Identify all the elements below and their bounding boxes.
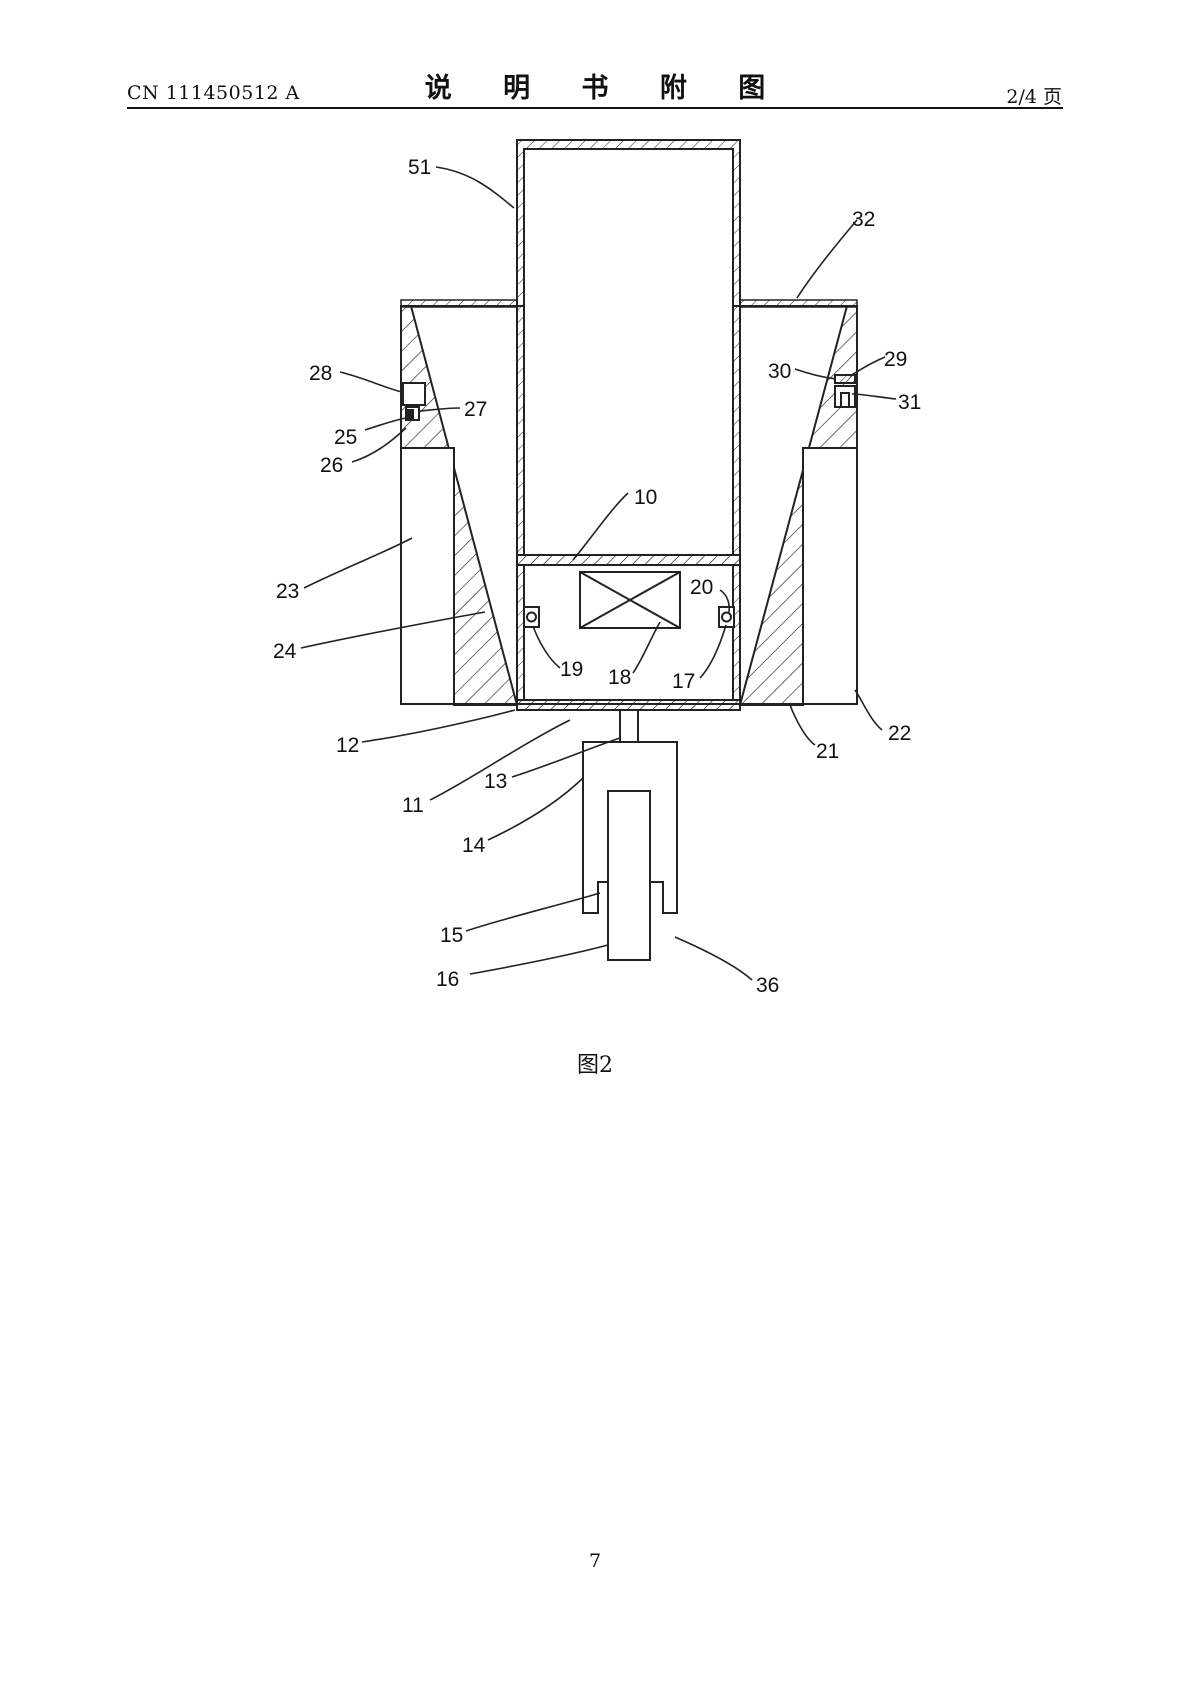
publication-number: CN 111450512 A [127,82,300,104]
label-18: 18 [608,666,631,689]
label-28: 28 [309,362,332,385]
label-15: 15 [440,924,463,947]
label-16: 16 [436,968,459,991]
header-rule [127,107,1063,109]
label-13: 13 [484,770,507,793]
page-number: 7 [588,1550,602,1572]
label-29: 29 [884,348,907,371]
label-30: 30 [768,360,791,383]
wheel [607,790,651,961]
label-11: 11 [402,794,424,817]
label-23: 23 [276,580,299,603]
sensor-left [523,606,540,628]
label-10: 10 [634,486,657,509]
label-26: 26 [320,454,343,477]
sensor-right [718,606,735,628]
left-cavity-23 [400,447,455,705]
label-31: 31 [898,391,921,414]
page-of: 2/4 页 [1006,86,1062,108]
leader-lines [300,166,897,981]
label-20: 20 [690,576,713,599]
right-cavity-22 [802,447,858,705]
label-25: 25 [334,426,357,449]
drawing-body [400,139,858,961]
label-32: 32 [852,208,875,231]
label-12: 12 [336,734,359,757]
part-labels: 51 32 28 27 25 26 30 29 31 10 20 23 24 1… [273,156,921,997]
label-21: 21 [816,740,839,763]
partition-plate [516,554,741,566]
figure-caption: 图2 [577,1053,613,1078]
page-title: 说 明 书 附 图 [424,73,787,104]
label-14: 14 [462,834,486,857]
label-22: 22 [888,722,911,745]
bottom-plate [516,699,741,711]
label-17: 17 [672,670,695,693]
component-29 [834,374,856,384]
label-19: 19 [560,658,583,681]
label-36: 36 [756,974,779,997]
shaft [619,709,639,743]
label-24: 24 [273,640,297,663]
label-27: 27 [464,398,487,421]
label-51: 51 [408,156,431,179]
component-28 [402,382,426,406]
center-column-inner [523,148,734,556]
